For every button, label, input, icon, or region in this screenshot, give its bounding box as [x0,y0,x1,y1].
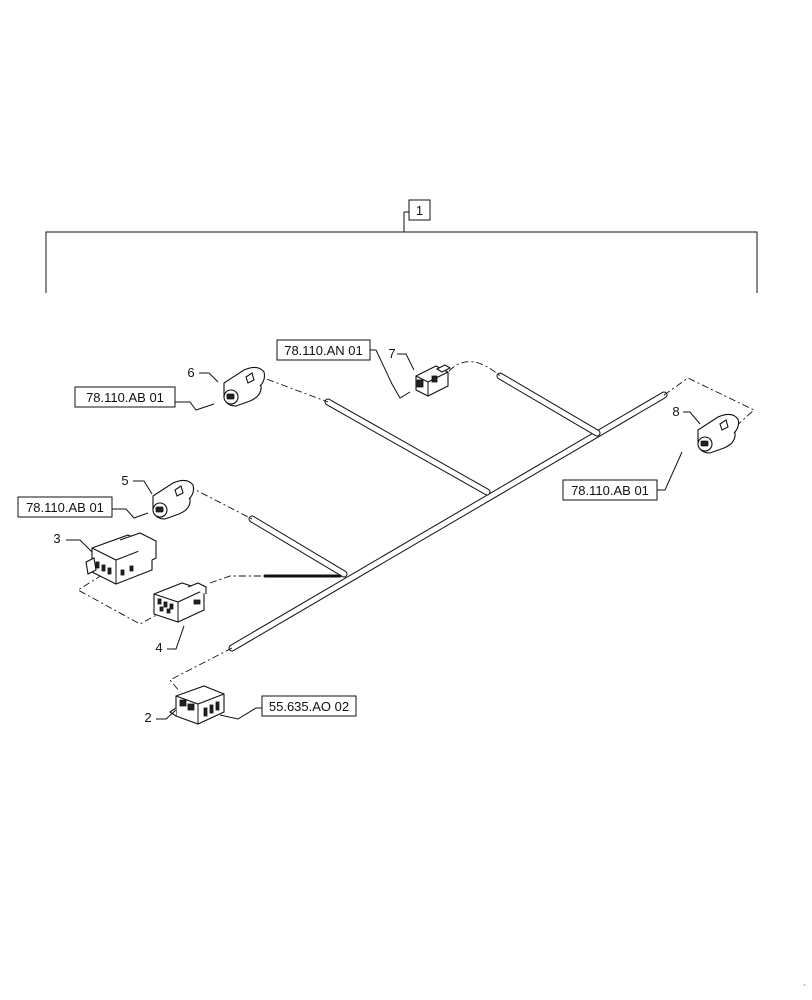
connector-6 [223,366,266,407]
assembly-bracket: 1 [45,199,758,293]
item-1-box [408,199,431,221]
branch-5 [248,515,348,578]
callout-8-ref: 78.110.AB 01 [571,483,649,498]
callout-5-ref-box [17,496,113,518]
assembly-lines [77,361,755,693]
branch-6 [324,398,491,496]
main-trunk [228,391,668,652]
callout-2-ref: 55.635.AO 02 [269,699,349,714]
leader-lines [66,349,701,720]
branch-7 [496,372,601,437]
connector-3 [85,532,157,585]
callout-6-ref: 78.110.AB 01 [86,390,164,405]
callout-5-number: 5 [121,473,128,488]
callout-4-number: 4 [155,640,162,655]
callout-7-number: 7 [388,346,395,361]
callout-2-number: 2 [144,710,151,725]
connector-5 [152,479,195,520]
harness-wires [228,372,668,652]
connector-7 [415,364,452,397]
callout-3-number: 3 [53,531,60,546]
callout-6-ref-box [74,386,176,408]
connector-4 [153,582,207,623]
callout-8-ref-box [562,479,658,501]
connector-8 [697,413,740,454]
callout-5-ref: 78.110.AB 01 [26,500,104,515]
connector-2 [169,685,225,725]
callout-7-ref-box [276,339,371,361]
callout-7-ref: 78.110.AN 01 [284,343,363,358]
callout-2-ref-box [261,695,357,717]
callout-6-number: 6 [187,365,194,380]
corner-mark: ` [803,983,806,995]
item-1-number: 1 [416,203,423,218]
callout-8-number: 8 [672,404,679,419]
